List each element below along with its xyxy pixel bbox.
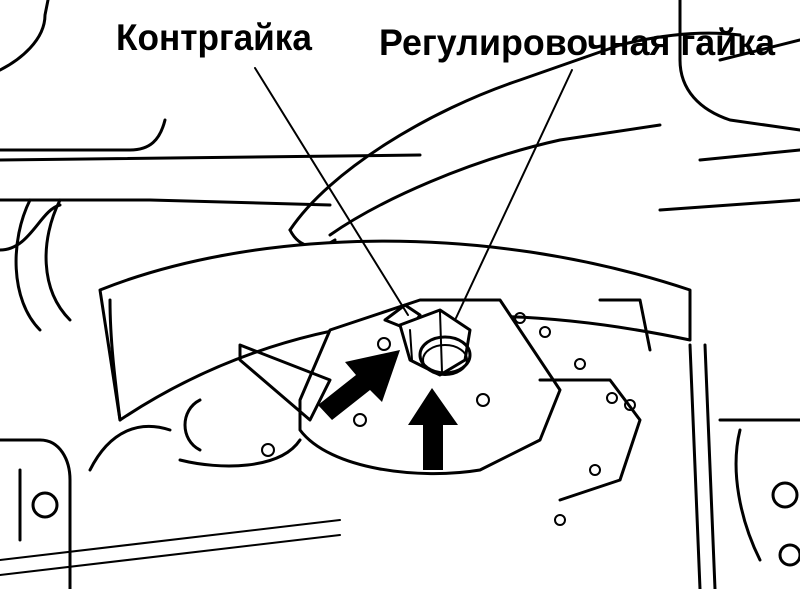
label-adjusting-nut: Регулировочная гайка bbox=[379, 22, 775, 63]
locknut-leader bbox=[254, 67, 409, 316]
adjusting-nut-leader bbox=[455, 69, 573, 319]
arrow-left-icon bbox=[318, 350, 400, 420]
backing-plate bbox=[178, 298, 652, 526]
direction-arrows bbox=[318, 350, 458, 470]
nut-assembly bbox=[383, 303, 472, 377]
leader-lines bbox=[254, 67, 573, 319]
arrow-up-icon bbox=[408, 388, 458, 470]
label-locknut: Контргайка bbox=[116, 17, 312, 58]
brake-shoe bbox=[98, 239, 692, 422]
